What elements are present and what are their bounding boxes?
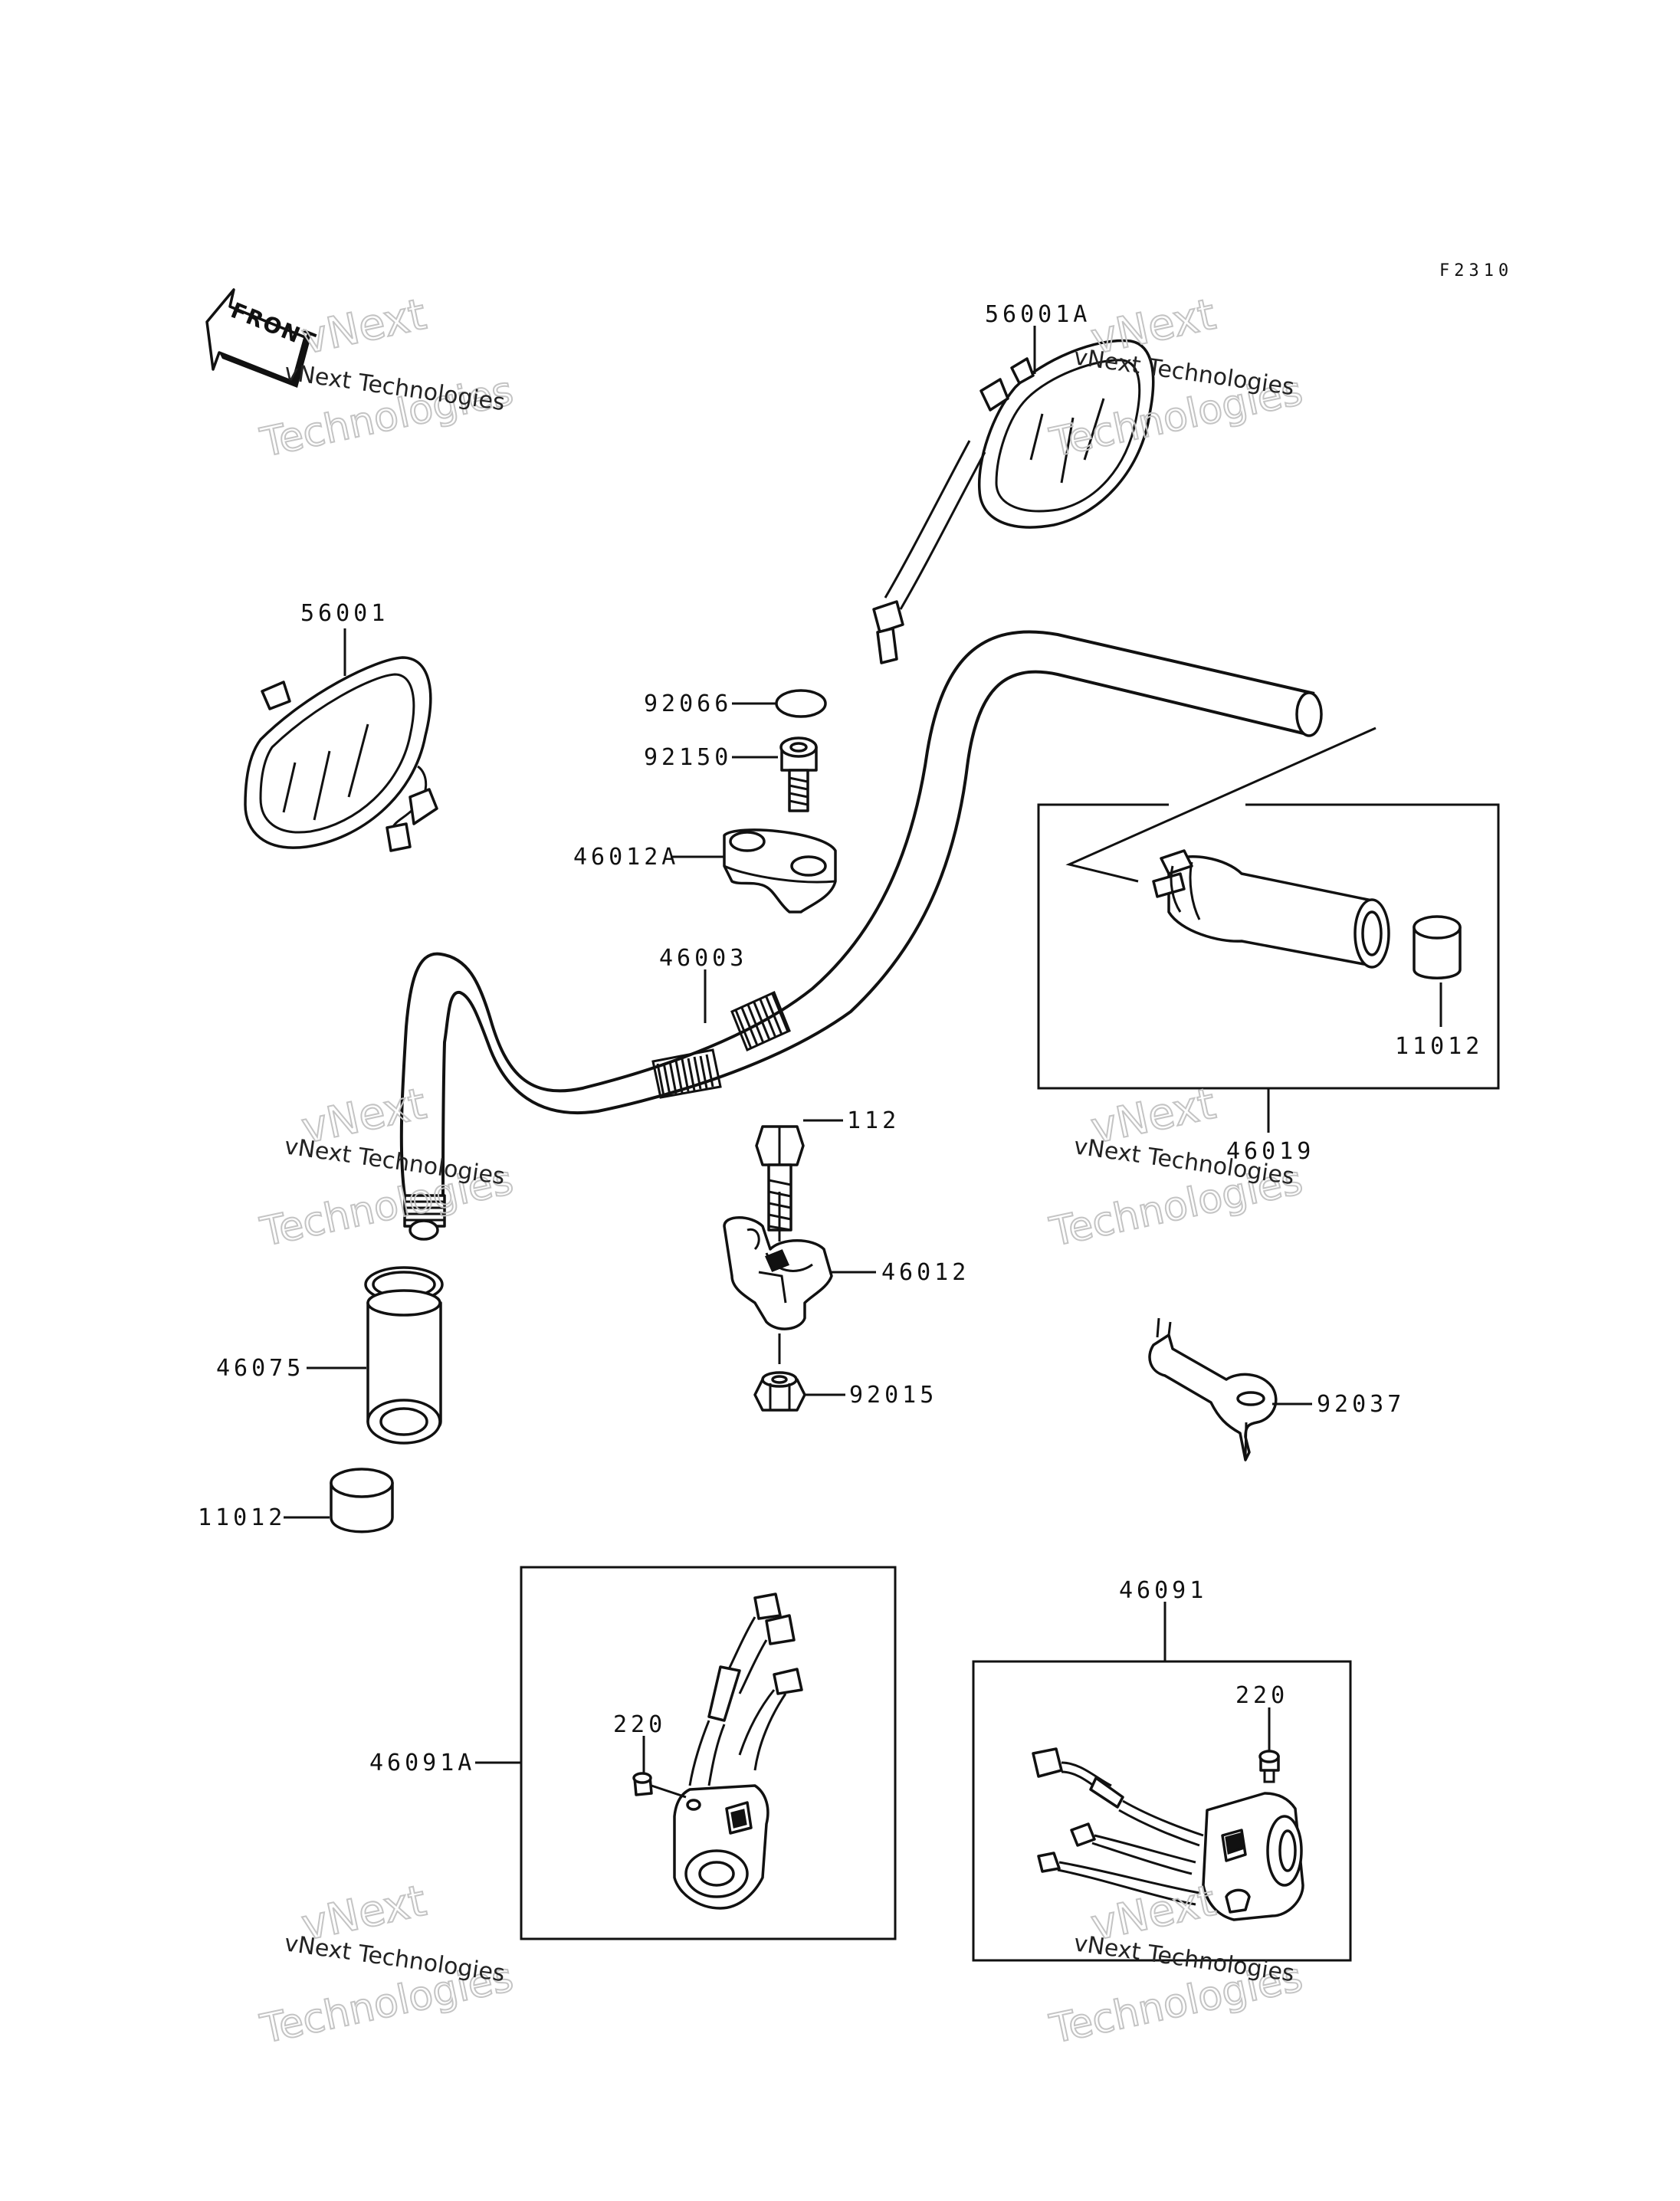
label-46019: 46019 bbox=[1226, 1138, 1314, 1165]
svg-text:vNext: vNext bbox=[297, 290, 431, 365]
mirror-right bbox=[872, 339, 1155, 664]
label-46091: 46091 bbox=[1119, 1577, 1207, 1604]
end-cap-11012-left bbox=[330, 1468, 394, 1533]
spanner-92037 bbox=[1148, 1317, 1278, 1461]
switch-box-46091 bbox=[972, 1660, 1352, 1962]
label-46003: 46003 bbox=[659, 945, 747, 972]
label-92150: 92150 bbox=[644, 744, 732, 771]
nut-92015 bbox=[753, 1333, 806, 1412]
handlebar-46003 bbox=[399, 630, 1323, 1241]
label-56001A: 56001A bbox=[985, 301, 1091, 328]
label-112: 112 bbox=[847, 1107, 900, 1134]
cap-92066 bbox=[775, 689, 827, 718]
mirror-left bbox=[244, 656, 438, 852]
label-46012A: 46012A bbox=[573, 844, 679, 871]
holder-46012A bbox=[723, 828, 837, 914]
label-92037: 92037 bbox=[1317, 1391, 1405, 1418]
label-92066: 92066 bbox=[644, 690, 732, 717]
grip-46075 bbox=[364, 1266, 444, 1445]
diagram-code: F2310 bbox=[1439, 261, 1513, 280]
label-46075: 46075 bbox=[216, 1355, 304, 1382]
label-46091A: 46091A bbox=[369, 1750, 475, 1776]
bolt-92150 bbox=[779, 736, 818, 812]
label-220-right: 220 bbox=[1235, 1682, 1288, 1709]
holder-46012 bbox=[723, 1192, 833, 1330]
label-92015: 92015 bbox=[849, 1382, 937, 1409]
bolt-112 bbox=[755, 1125, 805, 1232]
label-46012: 46012 bbox=[881, 1259, 970, 1286]
throttle-assembly-box bbox=[1037, 727, 1500, 1090]
label-220-left: 220 bbox=[613, 1711, 666, 1738]
label-11012-left: 11012 bbox=[198, 1504, 286, 1531]
switch-box-46091A bbox=[520, 1566, 897, 1940]
label-11012-right: 11012 bbox=[1395, 1033, 1483, 1060]
label-56001: 56001 bbox=[300, 600, 389, 627]
